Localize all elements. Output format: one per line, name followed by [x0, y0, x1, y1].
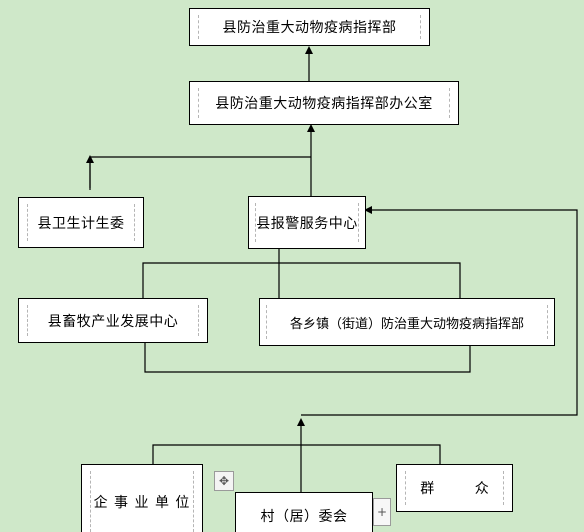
node-township-hq-label: 各乡镇（街道）防治重大动物疫病指挥部 — [289, 316, 524, 332]
connector-grassroots-bracket — [152, 444, 441, 464]
node-livestock-center[interactable]: 县畜牧产业发展中心 — [18, 298, 208, 343]
move-handle[interactable]: ✥ — [214, 471, 234, 491]
node-township-hq[interactable]: 各乡镇（街道）防治重大动物疫病指挥部 — [259, 298, 555, 346]
node-livestock-center-frame: 县畜牧产业发展中心 — [27, 305, 199, 336]
node-alarm-center[interactable]: 县报警服务中心 — [248, 196, 366, 249]
node-enterprise-frame: 企 事 业 单 位 — [90, 471, 194, 532]
connector-sub-bracket — [142, 262, 461, 298]
move-icon: ✥ — [218, 474, 230, 488]
node-alarm-center-label: 县报警服务中心 — [256, 215, 358, 232]
add-handle[interactable]: + — [373, 498, 391, 526]
node-village-committee-label: 村（居）委会 — [260, 508, 348, 525]
node-enterprise[interactable]: 企 事 业 单 位 — [81, 464, 203, 532]
plus-icon: + — [376, 505, 388, 519]
node-public-label: 群 众 — [420, 481, 507, 497]
connector-feedback-loop — [301, 206, 578, 416]
node-county-hq-frame: 县防治重大动物疫病指挥部 — [198, 15, 421, 39]
node-county-hq[interactable]: 县防治重大动物疫病指挥部 — [189, 8, 430, 46]
node-alarm-center-frame: 县报警服务中心 — [255, 203, 359, 242]
node-health-committee-label: 县卫生计生委 — [37, 215, 125, 232]
node-hq-office-label: 县防治重大动物疫病指挥部办公室 — [215, 96, 433, 112]
connector-bottom-bracket — [144, 340, 471, 373]
node-township-hq-frame: 各乡镇（街道）防治重大动物疫病指挥部 — [266, 305, 548, 339]
node-health-committee[interactable]: 县卫生计生委 — [18, 197, 144, 248]
connector-branch-health — [89, 156, 311, 190]
node-enterprise-label: 企 事 业 单 位 — [93, 494, 191, 511]
node-county-hq-label: 县防治重大动物疫病指挥部 — [222, 20, 397, 36]
node-hq-office-frame: 县防治重大动物疫病指挥部办公室 — [198, 88, 450, 118]
node-village-committee-frame: 村（居）委会 — [244, 499, 364, 532]
node-public-frame: 群 众 — [405, 471, 504, 505]
node-health-committee-frame: 县卫生计生委 — [27, 204, 135, 241]
node-public[interactable]: 群 众 — [396, 464, 513, 512]
node-livestock-center-label: 县畜牧产业发展中心 — [47, 313, 179, 330]
node-hq-office[interactable]: 县防治重大动物疫病指挥部办公室 — [189, 81, 459, 125]
node-village-committee[interactable]: 村（居）委会 — [235, 492, 373, 532]
